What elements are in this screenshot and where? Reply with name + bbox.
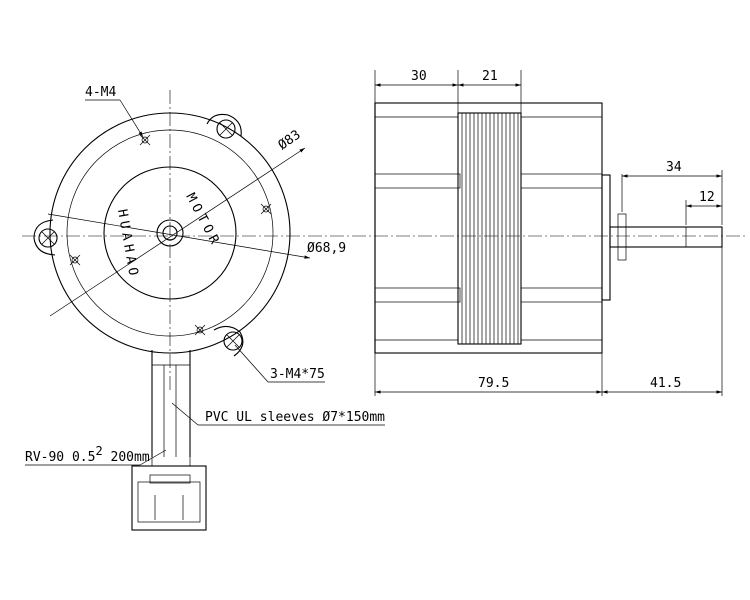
motor-body — [374, 102, 603, 354]
stator — [457, 112, 522, 345]
leader-3m4 — [234, 344, 269, 383]
m4-holes — [69, 134, 272, 336]
end-cap — [601, 174, 611, 301]
dim-top-left: 30 — [411, 69, 427, 84]
logo-motor-text: MOTOR — [182, 191, 223, 250]
mount-label: 3-M4*75 — [270, 367, 325, 382]
lug-left — [33, 219, 58, 256]
dim-top-right: 21 — [482, 69, 498, 84]
wire-spec: RV-90 0.5 — [25, 450, 95, 465]
wire-label: RV-90 0.52 200mm — [25, 444, 150, 465]
connector — [131, 457, 207, 531]
shaft — [609, 226, 723, 248]
shaft-boss — [156, 219, 184, 247]
dim-shaft-flat: 12 — [699, 190, 715, 205]
logo-huahao-text: HUAHAO — [114, 208, 141, 280]
wire-length: 200mm — [103, 450, 150, 465]
dim-body: 79.5 — [478, 376, 509, 391]
dia-689-line — [47, 213, 311, 259]
lug-top — [206, 113, 242, 139]
sleeve-label: PVC UL sleeves Ø7*150mm — [205, 410, 385, 425]
outer-housing — [49, 112, 291, 354]
wire-exponent: 2 — [95, 444, 102, 458]
dia-83-line — [49, 147, 306, 317]
stator-ribs — [461, 113, 519, 344]
hole-label: 4-M4 — [85, 85, 116, 100]
front-view: 4-M4 Ø83 Ø68,9 3-M4*75 PVC UL sleeves Ø7… — [22, 85, 745, 531]
lug-bottom — [213, 325, 244, 357]
side-view: 30 21 34 12 79.5 41.5 — [374, 69, 723, 396]
bolt-circle — [66, 129, 274, 337]
dim-shaft-total: 34 — [666, 160, 682, 175]
inner-diameter-label: Ø68,9 — [307, 241, 346, 256]
inner-plate — [103, 166, 237, 300]
leader-sleeve — [171, 402, 199, 426]
outer-diameter-label: Ø83 — [276, 128, 304, 154]
cable — [151, 350, 191, 457]
dim-shaft: 41.5 — [650, 376, 681, 391]
